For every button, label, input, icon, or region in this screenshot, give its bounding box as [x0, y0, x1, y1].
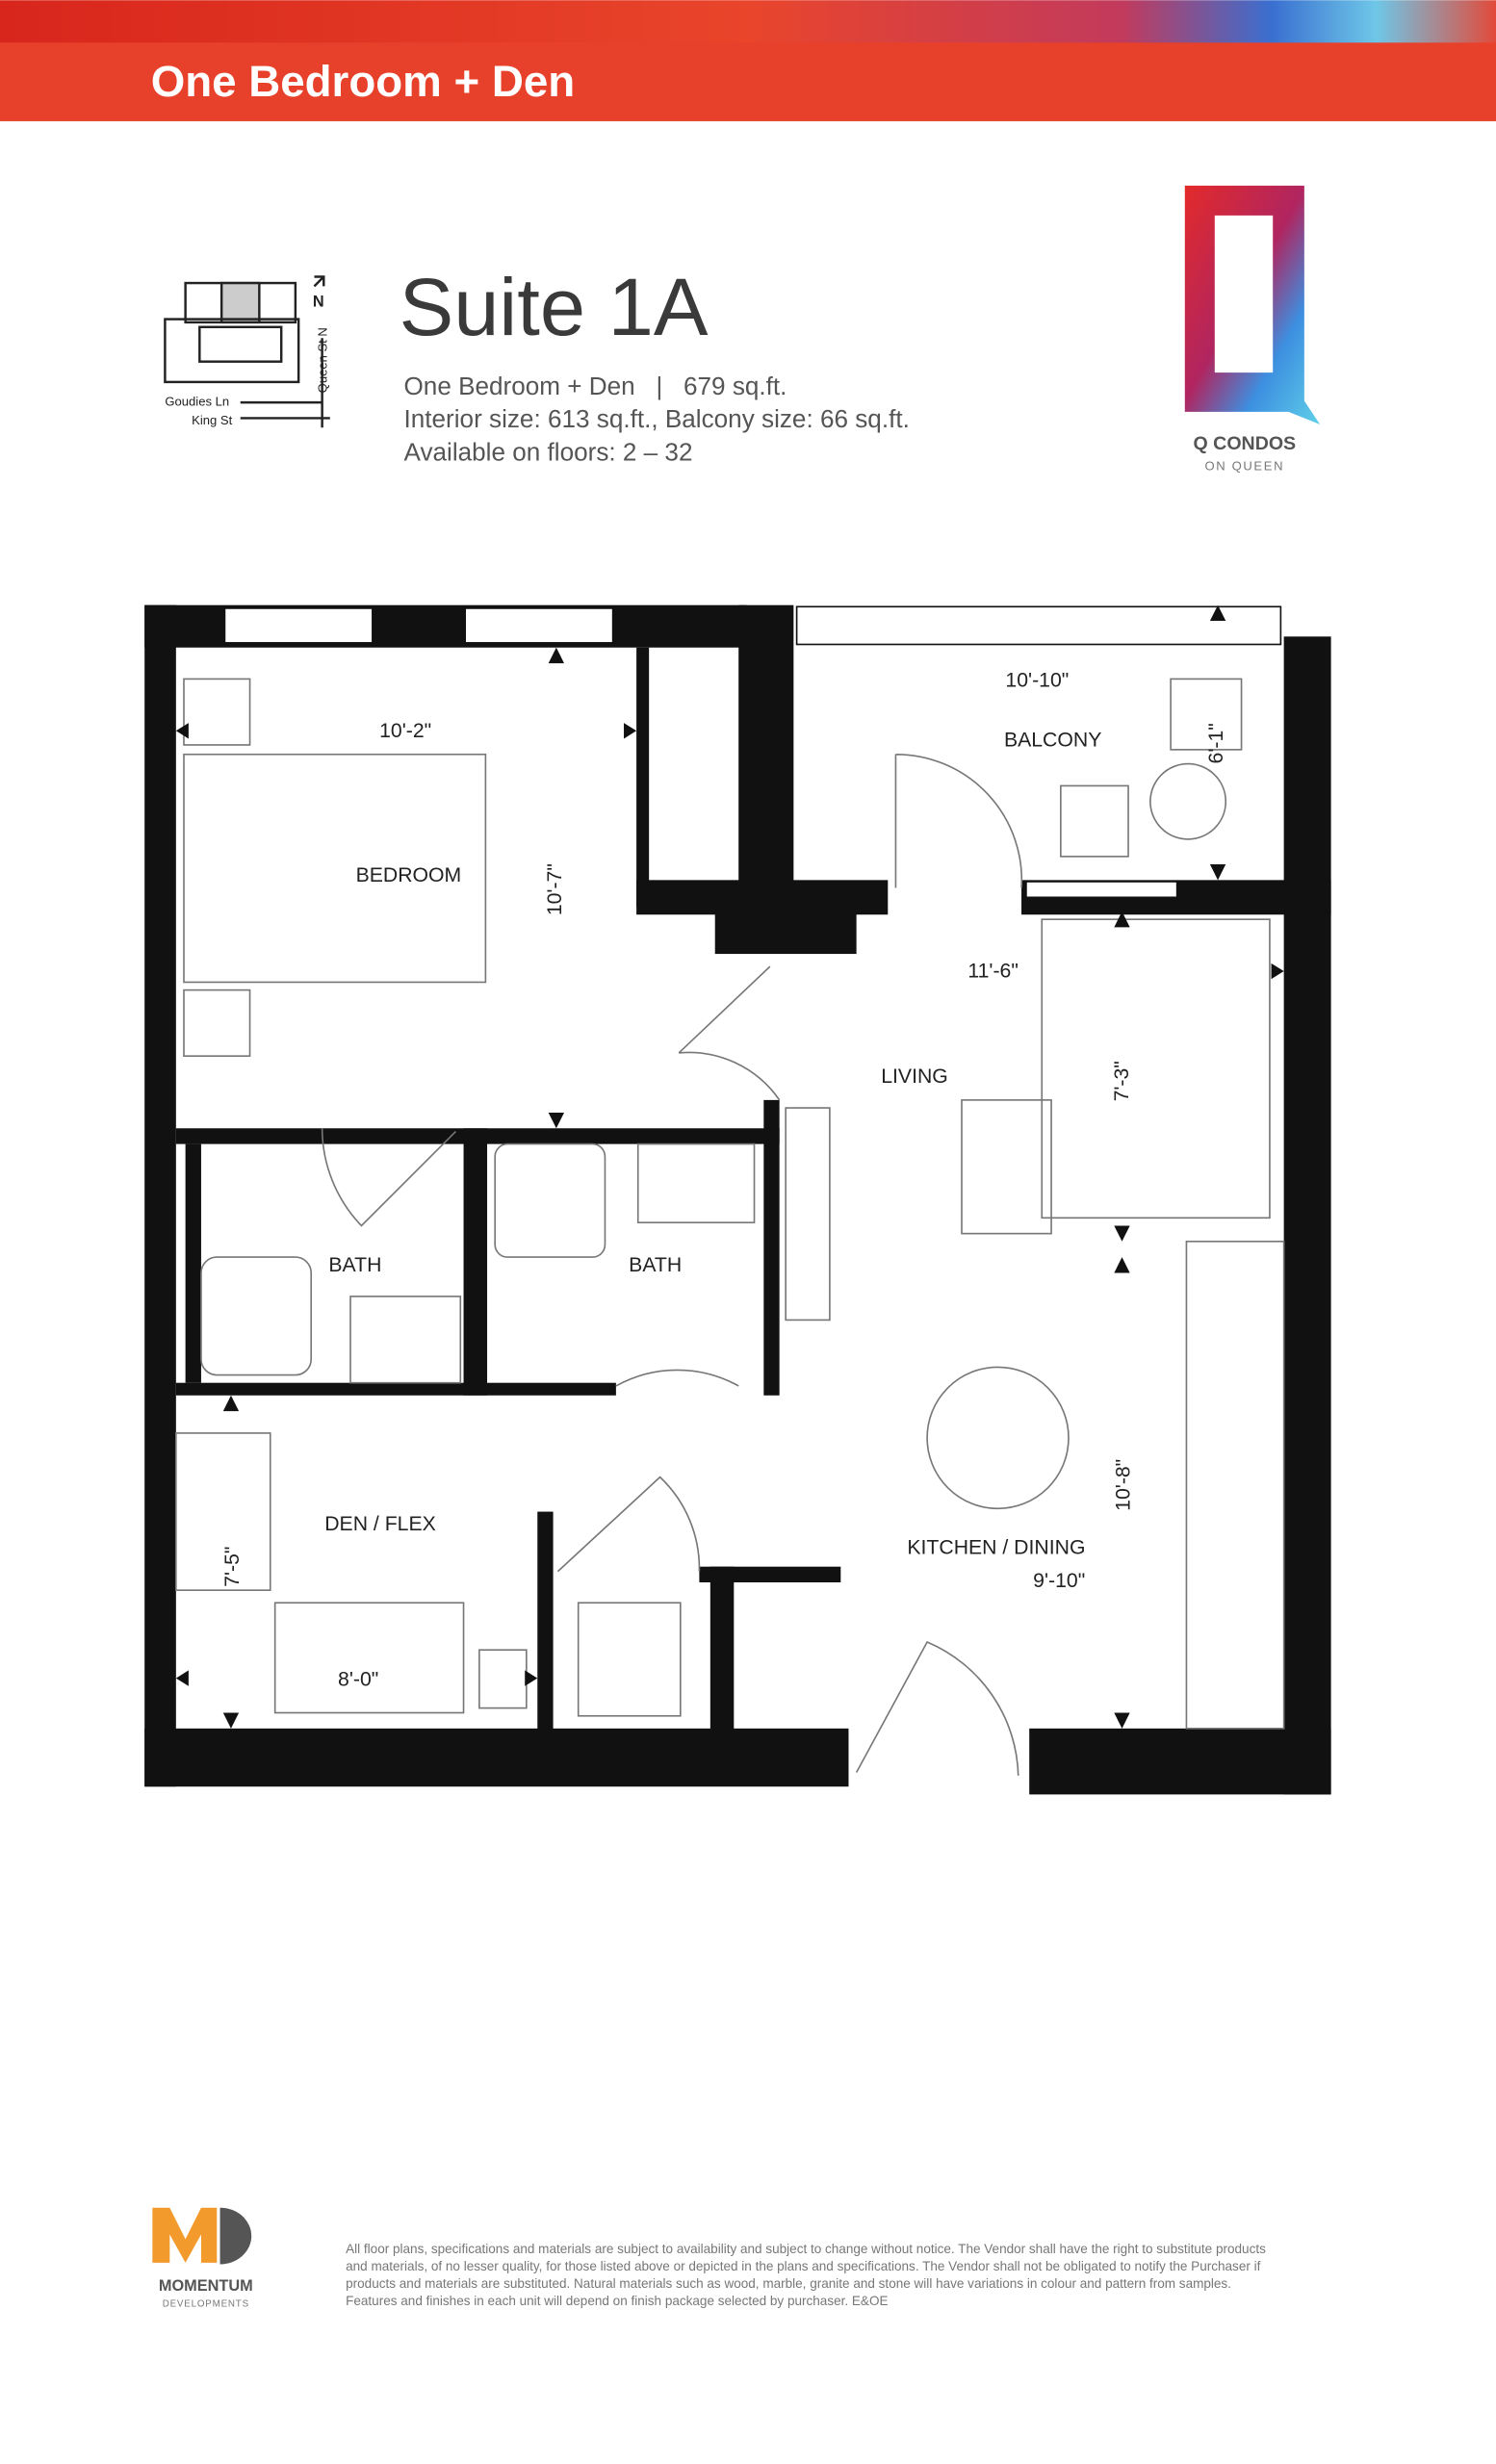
bedroom-width: 10'-2"	[379, 720, 431, 742]
balcony-width: 10'-10"	[1005, 670, 1069, 692]
room-label-den: DEN / FLEX	[324, 1513, 436, 1535]
brand-sub: ON QUEEN	[1204, 458, 1284, 473]
street-label-queen: Queen St N	[316, 327, 330, 393]
suite-floors: Available on floors: 2 – 32	[404, 438, 693, 467]
room-label-living: LIVING	[881, 1065, 948, 1088]
key-plan	[164, 275, 330, 428]
room-label-balcony: BALCONY	[1004, 730, 1101, 752]
floor-plan	[144, 604, 1331, 1795]
kitchen-depth: 10'-8"	[1113, 1459, 1135, 1511]
street-label-king: King St	[192, 413, 232, 427]
kitchen-width: 9'-10"	[1033, 1570, 1085, 1592]
disclaimer-line: Features and finishes in each unit will …	[346, 2294, 888, 2308]
banner-artwork	[0, 0, 1496, 44]
disclaimer-line: All floor plans, specifications and mate…	[346, 2242, 1266, 2256]
momentum-logo	[152, 2207, 252, 2265]
room-label-bath-2: BATH	[629, 1254, 682, 1276]
room-label-bedroom: BEDROOM	[356, 864, 462, 886]
north-label: N	[313, 294, 324, 311]
room-label-kitchen-dining: KITCHEN / DINING	[907, 1537, 1085, 1559]
living-width: 11'-6"	[967, 961, 1018, 983]
suite-name: Suite 1A	[400, 261, 709, 352]
room-label-bath-1: BATH	[328, 1254, 381, 1276]
street-label-goudies: Goudies Ln	[165, 394, 229, 408]
developer-sub: DEVELOPMENTS	[163, 2299, 249, 2310]
disclaimer-line: products and materials are substituted. …	[346, 2276, 1231, 2291]
banner-bar	[0, 42, 1496, 121]
suite-summary: One Bedroom + Den | 679 sq.ft.	[404, 372, 787, 400]
walls	[144, 604, 1331, 1795]
dimension-markers	[175, 604, 1284, 1729]
living-depth: 7'-3"	[1111, 1061, 1133, 1101]
disclaimer-line: and materials, of no lesser quality, for…	[346, 2259, 1261, 2273]
windows	[223, 605, 1282, 899]
bedroom-depth: 10'-7"	[544, 863, 566, 915]
suite-sizes: Interior size: 613 sq.ft., Balcony size:…	[404, 404, 910, 433]
developer-name: MOMENTUM	[159, 2277, 253, 2295]
banner-title: One Bedroom + Den	[151, 57, 575, 106]
brand-name: Q CONDOS	[1194, 433, 1297, 454]
den-depth: 7'-5"	[221, 1547, 244, 1587]
den-width: 8'-0"	[338, 1669, 378, 1691]
q-condos-logo	[1184, 185, 1321, 424]
balcony-depth: 6'-1"	[1205, 723, 1227, 763]
